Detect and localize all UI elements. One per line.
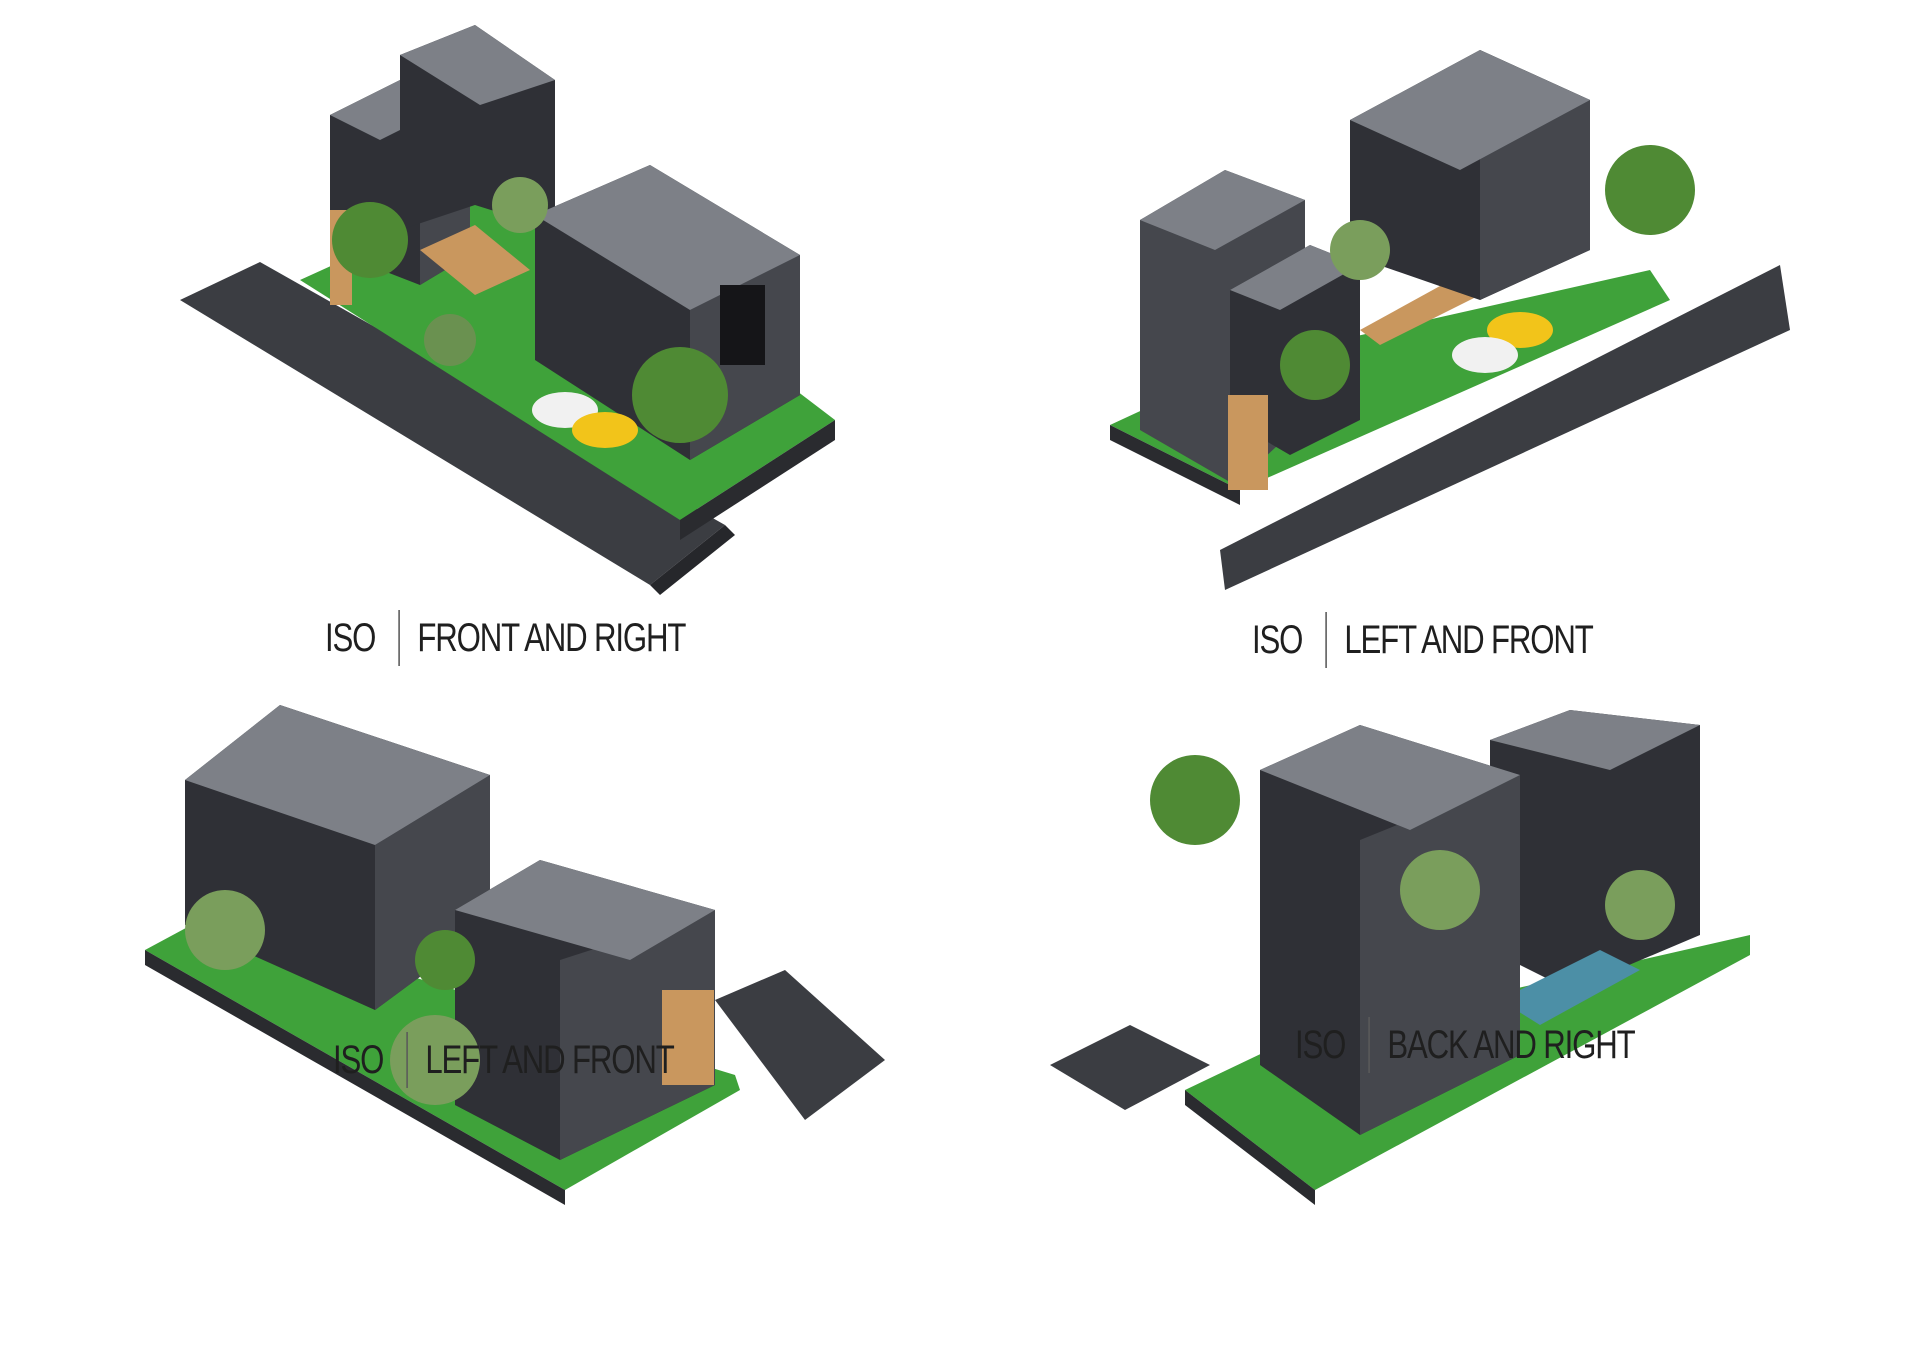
- iso-view-left-and-front-2: ISO LEFT AND FRONT: [0, 680, 960, 1357]
- caption-divider: [406, 1032, 409, 1088]
- house-rendering: [145, 705, 885, 1205]
- building-block: [1360, 775, 1520, 1135]
- iso-view-back-and-right: ISO BACK AND RIGHT: [960, 680, 1920, 1357]
- roof: [1490, 710, 1700, 770]
- iso-view-front-and-right: ISO FRONT AND RIGHT: [0, 0, 960, 680]
- road: [1050, 1025, 1210, 1110]
- iso-view-left-and-front: ISO LEFT AND FRONT: [960, 0, 1920, 680]
- roof: [1230, 245, 1360, 310]
- caption-prefix: ISO: [1295, 1022, 1346, 1067]
- tree: [1330, 220, 1390, 280]
- house-rendering: [1050, 710, 1750, 1205]
- caption-label: LEFT AND FRONT: [425, 1037, 674, 1082]
- car-yellow: [1487, 312, 1553, 348]
- tree: [390, 1015, 480, 1105]
- building-block: [560, 910, 715, 1160]
- caption-label: FRONT AND RIGHT: [417, 615, 686, 660]
- car-yellow: [572, 412, 638, 448]
- caption-label: BACK AND RIGHT: [1387, 1022, 1635, 1067]
- caption-label: LEFT AND FRONT: [1344, 617, 1593, 662]
- road: [1220, 265, 1790, 590]
- caption-divider: [1325, 612, 1328, 668]
- site-base: [1185, 1090, 1315, 1205]
- site-base: [1110, 425, 1240, 505]
- caption-divider: [398, 610, 401, 666]
- roof: [1140, 170, 1305, 250]
- pool: [1500, 950, 1640, 1025]
- site-base: [145, 950, 565, 1205]
- road: [650, 525, 735, 595]
- caption-prefix: ISO: [325, 615, 376, 660]
- roof: [1350, 50, 1590, 170]
- roof: [400, 25, 555, 105]
- caption-divider: [1368, 1017, 1371, 1073]
- road: [715, 970, 885, 1120]
- tree: [1150, 755, 1240, 845]
- roof: [1260, 725, 1520, 830]
- house-rendering: [180, 25, 835, 595]
- tree: [332, 202, 408, 278]
- site-base: [680, 420, 835, 540]
- tree: [185, 890, 265, 970]
- wood-panel: [1228, 395, 1268, 490]
- wood-deck: [1360, 275, 1480, 345]
- tree: [1400, 850, 1480, 930]
- tree: [415, 930, 475, 990]
- roof: [185, 705, 490, 845]
- view-caption: ISO LEFT AND FRONT: [1252, 610, 1594, 670]
- tree: [632, 347, 728, 443]
- tree: [424, 314, 476, 366]
- caption-prefix: ISO: [333, 1037, 384, 1082]
- house-rendering: [1110, 50, 1790, 590]
- caption-prefix: ISO: [1252, 617, 1303, 662]
- view-caption: ISO LEFT AND FRONT: [333, 1030, 675, 1090]
- building-block: [375, 775, 490, 1010]
- tree: [492, 177, 548, 233]
- road: [180, 262, 725, 585]
- tree: [1605, 870, 1675, 940]
- roof: [455, 860, 715, 960]
- roof: [535, 165, 800, 310]
- tree: [1280, 330, 1350, 400]
- tree: [1605, 145, 1695, 235]
- wood-deck: [420, 225, 530, 295]
- car-white: [1452, 337, 1518, 373]
- view-caption: ISO FRONT AND RIGHT: [325, 608, 686, 668]
- wood-panel: [662, 990, 714, 1085]
- view-caption: ISO BACK AND RIGHT: [1295, 1015, 1636, 1075]
- window: [720, 285, 765, 365]
